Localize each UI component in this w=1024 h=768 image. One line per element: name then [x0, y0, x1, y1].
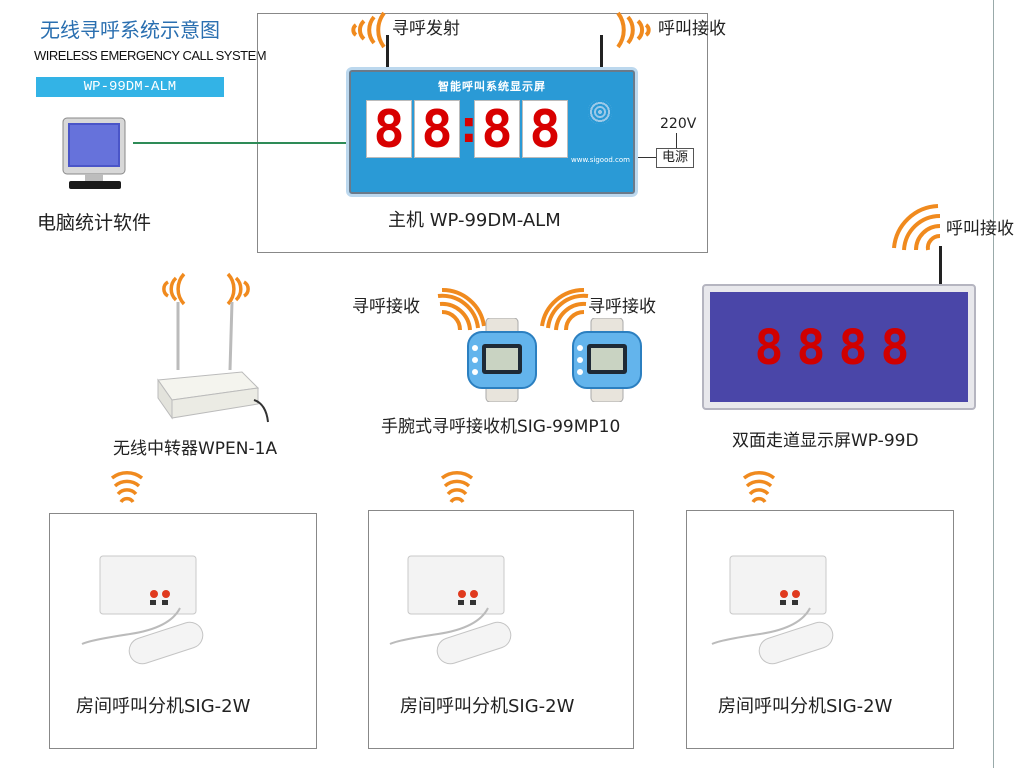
host-antenna-right — [600, 35, 603, 69]
corridor-digit: 8 — [836, 322, 870, 374]
corridor-rx-label: 呼叫接收 — [946, 214, 1014, 239]
watch-rx-label-right: 寻呼接收 — [588, 292, 656, 317]
power-box: 电源 — [656, 148, 694, 168]
corridor-caption: 双面走道显示屏WP-99D — [732, 426, 919, 451]
wrist-pager-icon — [571, 318, 643, 402]
host-colon: : — [460, 102, 474, 160]
room-call-unit-icon — [70, 548, 220, 678]
repeater-caption: 无线中转器WPEN-1A — [113, 434, 277, 459]
host-display-panel: 智能呼叫系统显示屏 8 8 : 8 8 www.sigood.com — [346, 67, 638, 197]
frame-right-edge — [993, 0, 994, 768]
signal-wave-icon — [110, 470, 144, 510]
room-unit-caption: 房间呼叫分机SIG-2W — [718, 692, 892, 718]
corridor-digit: 8 — [878, 322, 912, 374]
host-panel-title: 智能呼叫系统显示屏 — [349, 78, 635, 94]
corridor-digit: 8 — [794, 322, 828, 374]
power-wire-to-panel — [638, 157, 656, 158]
room-call-unit-icon — [700, 548, 850, 678]
signal-wave-icon — [612, 5, 662, 53]
power-box-label: 电源 — [657, 149, 693, 167]
host-digit: 8 — [522, 100, 568, 158]
model-banner-text: WP-99DM-ALM — [36, 77, 224, 97]
corridor-antenna — [939, 246, 942, 286]
signal-wave-icon — [888, 202, 944, 252]
watch-caption: 手腕式寻呼接收机SIG-99MP10 — [381, 412, 620, 437]
wireless-repeater-icon — [150, 300, 270, 425]
power-wire — [676, 133, 677, 149]
computer-to-host-line — [133, 142, 349, 144]
speaker-grille-icon — [588, 100, 612, 124]
wrist-pager-icon — [466, 318, 538, 402]
computer-caption: 电脑统计软件 — [37, 208, 151, 235]
page-subtitle: WIRELESS EMERGENCY CALL SYSTEM — [34, 48, 266, 63]
voltage-label: 220V — [660, 116, 696, 132]
corridor-display-panel: 8 8 8 8 — [702, 284, 976, 410]
model-banner: WP-99DM-ALM — [36, 77, 224, 97]
host-caption: 主机 WP-99DM-ALM — [388, 206, 561, 232]
host-digit: 8 — [366, 100, 412, 158]
room-unit-caption: 房间呼叫分机SIG-2W — [400, 692, 574, 718]
signal-wave-icon — [340, 5, 390, 53]
watch-rx-label-left: 寻呼接收 — [352, 292, 420, 317]
page-title: 无线寻呼系统示意图 — [40, 14, 220, 43]
room-unit-caption: 房间呼叫分机SIG-2W — [76, 692, 250, 718]
signal-wave-icon — [742, 470, 776, 510]
host-website: www.sigood.com — [571, 156, 630, 164]
signal-wave-icon — [440, 470, 474, 510]
corridor-digit: 8 — [752, 322, 786, 374]
host-rx-label: 呼叫接收 — [658, 14, 726, 39]
crt-monitor-icon — [55, 115, 135, 195]
corridor-screen: 8 8 8 8 — [710, 292, 968, 402]
host-digit: 8 — [474, 100, 520, 158]
room-call-unit-icon — [378, 548, 528, 678]
host-tx-label: 寻呼发射 — [392, 14, 460, 39]
host-digit: 8 — [414, 100, 460, 158]
